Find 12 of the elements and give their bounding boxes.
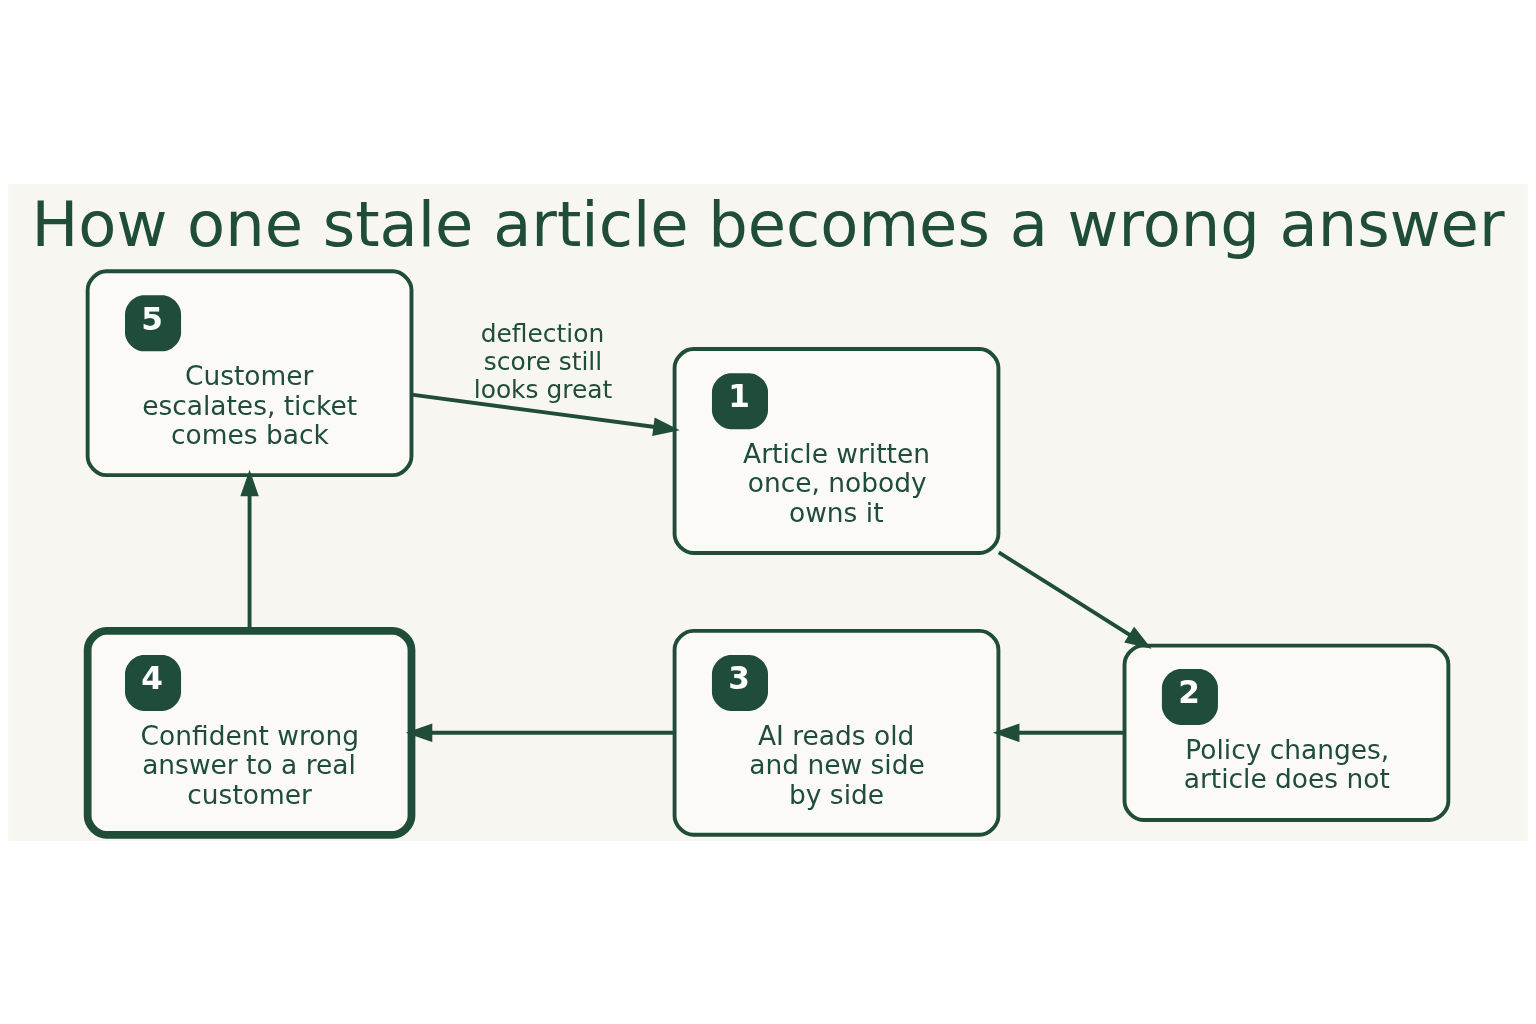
node-box: 3 AI reads old and new side by side [672, 628, 1001, 837]
diagram-title: How one stale article becomes a wrong answer [31, 187, 1505, 261]
arrow [405, 723, 674, 742]
node-box: 1 Article written once, nobody owns it [672, 346, 1001, 555]
node-box: 5 Customer escalates, ticket comes back [85, 268, 414, 477]
arrow [997, 550, 1152, 649]
node-box: 2 Policy changes, article does not [1122, 643, 1451, 822]
arrow [411, 392, 680, 436]
arrow [992, 723, 1125, 742]
arrow [240, 469, 259, 630]
node-box: 4 Confident wrong answer to a real customer [83, 626, 416, 839]
edge-label: deflection score still looks great [473, 318, 613, 404]
